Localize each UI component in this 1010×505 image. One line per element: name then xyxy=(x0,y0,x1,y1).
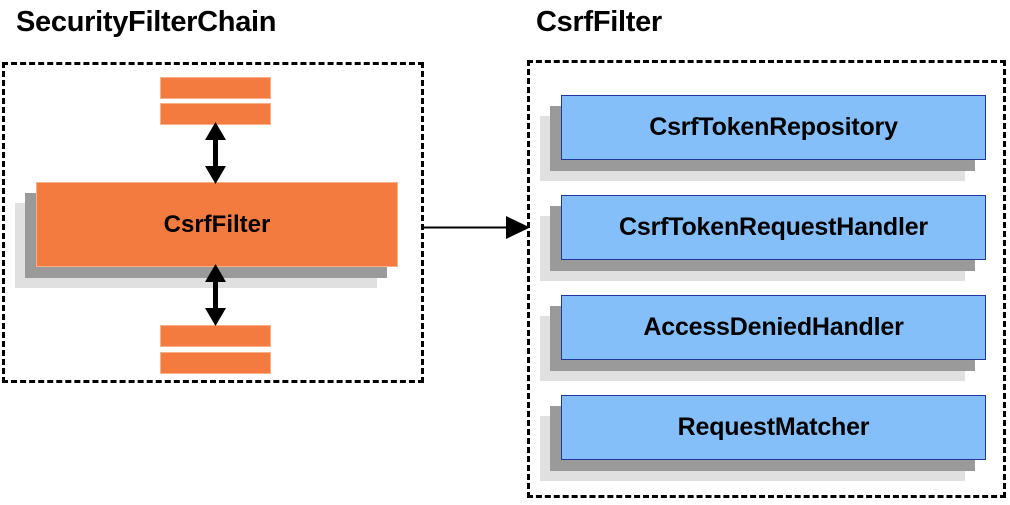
lower-bidirectional-arrow-icon xyxy=(205,264,226,326)
panel-csrf-filter xyxy=(527,60,1006,498)
panel-security-filter-chain xyxy=(2,62,424,383)
panel-title-csrf-filter: CsrfFilter xyxy=(536,6,662,38)
upper-bidirectional-arrow-icon xyxy=(205,122,226,184)
block-csrf-token-repository-label: CsrfTokenRepository xyxy=(649,113,898,141)
filter-bar-top-1 xyxy=(160,77,271,99)
expands-to-arrow-icon xyxy=(424,216,530,239)
block-csrf-token-request-handler[interactable]: CsrfTokenRequestHandler xyxy=(561,195,986,260)
block-csrf-filter[interactable]: CsrfFilter xyxy=(36,182,398,267)
block-csrf-token-repository[interactable]: CsrfTokenRepository xyxy=(561,95,986,160)
filter-bar-bottom-2 xyxy=(160,352,271,374)
block-request-matcher[interactable]: RequestMatcher xyxy=(561,395,986,460)
block-csrf-token-request-handler-label: CsrfTokenRequestHandler xyxy=(619,213,928,241)
block-access-denied-handler[interactable]: AccessDeniedHandler xyxy=(561,295,986,360)
panel-title-security-filter-chain: SecurityFilterChain xyxy=(16,6,277,38)
block-request-matcher-label: RequestMatcher xyxy=(677,413,870,441)
block-csrf-filter-label: CsrfFilter xyxy=(163,210,271,238)
block-access-denied-handler-label: AccessDeniedHandler xyxy=(643,313,904,341)
